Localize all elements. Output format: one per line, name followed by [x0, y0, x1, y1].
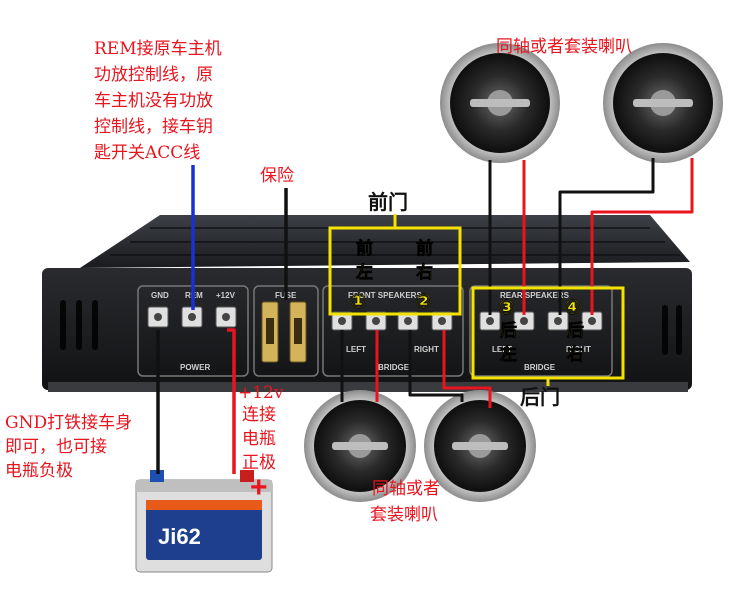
note-gnd-1: GND打铁接车身 — [5, 413, 132, 433]
note-rem-4: 控制线，接车钥 — [94, 117, 213, 137]
panel-label-rear-speakers: REAR SPEAKERS — [500, 291, 570, 300]
badge-4: ④ — [564, 295, 581, 319]
speaker-top-right — [603, 43, 723, 163]
note-12v-4: 正极 — [242, 453, 276, 473]
panel-label-gnd: GND — [151, 291, 169, 300]
note-12v-1: +12v — [238, 383, 284, 403]
note-fuse: 保险 — [260, 166, 294, 186]
label-front-left-2: 左 — [356, 262, 373, 283]
wires — [156, 158, 694, 474]
panel-label-power: POWER — [180, 363, 210, 372]
label-rear-right-2: 右 — [567, 344, 584, 365]
note-speakers-bottom-1: 同轴或者 — [372, 479, 440, 499]
battery: Ji62 — [135, 470, 273, 573]
note-rem-2: 功放控制线，原 — [94, 65, 213, 85]
rear-speakers-panel — [469, 285, 613, 377]
label-rear-right-1: 后 — [567, 321, 584, 341]
label-front-right-1: 前 — [416, 238, 433, 259]
panel-label-left-rear: LEFT — [492, 345, 512, 354]
note-12v-3: 电瓶 — [242, 429, 276, 449]
label-rear-left-2: 左 — [500, 344, 517, 365]
note-gnd-3: 电瓶负极 — [5, 461, 73, 481]
label-rear-left-1: 后 — [500, 321, 517, 341]
front-speakers-panel — [322, 285, 464, 377]
wire-front-right-pos — [442, 330, 492, 408]
fuse-panel — [253, 285, 319, 377]
label-front-right-2: 右 — [416, 262, 433, 283]
note-rem-1: REM接原车主机 — [94, 39, 222, 59]
speaker-bottom-left — [304, 390, 416, 502]
badge-2: ② — [415, 289, 432, 313]
panel-label-bridge-rear: BRIDGE — [524, 363, 556, 372]
note-speakers-bottom-2: 套装喇叭 — [370, 505, 438, 525]
battery-brand: Ji62 — [158, 524, 201, 549]
highlights — [328, 214, 625, 386]
label-rear-door: 后门 — [520, 385, 560, 409]
battery-plus-sign: + — [250, 471, 268, 504]
wire-rear-right-neg — [558, 158, 655, 315]
wire-front-right-neg — [408, 330, 464, 402]
label-front-door: 前门 — [368, 190, 408, 214]
speaker-top-left — [440, 43, 560, 163]
panel-label-right-front: RIGHT — [414, 345, 439, 354]
wire-rear-right-pos — [590, 158, 694, 315]
note-12v-2: 连接 — [242, 405, 276, 425]
badge-3: ③ — [498, 295, 515, 319]
note-speakers-top: 同轴或者套装喇叭 — [496, 37, 632, 57]
speaker-bottom-right — [424, 390, 536, 502]
panel-label-left-front: LEFT — [346, 345, 366, 354]
panel-label-front-speakers: FRONT SPEAKERS — [348, 291, 422, 300]
label-front-left-1: 前 — [356, 238, 373, 259]
panel-label-right-rear: RIGHT — [566, 345, 591, 354]
panel-label-bridge-front: BRIDGE — [378, 363, 410, 372]
wire-12v — [227, 328, 236, 474]
note-rem-3: 车主机没有功放 — [94, 91, 213, 111]
panel-label-12v: +12V — [216, 291, 236, 300]
note-rem-5: 匙开关ACC线 — [94, 143, 200, 163]
note-gnd-2: 即可，也可接 — [5, 437, 107, 457]
badge-1: ① — [350, 289, 367, 313]
